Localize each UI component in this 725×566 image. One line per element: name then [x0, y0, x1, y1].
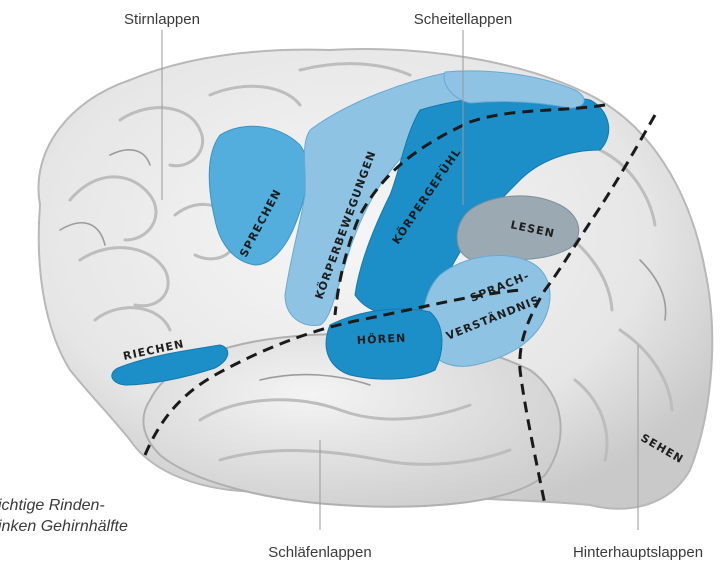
- label-hearing: HÖREN: [356, 330, 406, 347]
- lobe-label-occipital: Hinterhauptslappen: [573, 544, 703, 561]
- lobe-label-temporal: Schläfenlappen: [268, 544, 371, 561]
- caption-line-1: ichtige Rinden-: [0, 497, 105, 514]
- lobe-label-frontal: Stirnlappen: [124, 11, 200, 28]
- lobe-label-parietal: Scheitellappen: [414, 11, 512, 28]
- caption-line-2: inken Gehirnhälfte: [0, 518, 128, 535]
